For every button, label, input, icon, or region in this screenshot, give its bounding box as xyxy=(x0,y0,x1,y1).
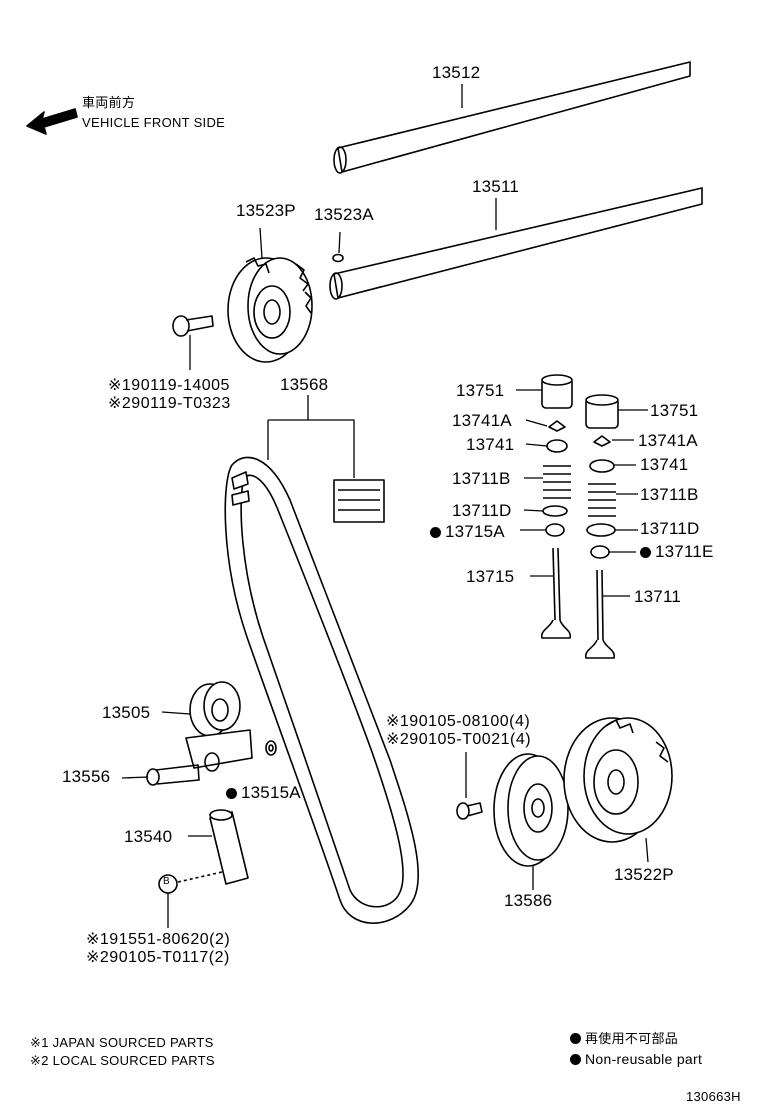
legend-jp-label: 再使用不可部品 xyxy=(585,1031,679,1046)
part-13711D-right: 13711D xyxy=(640,519,700,538)
front-side-en: VEHICLE FRONT SIDE xyxy=(82,115,226,130)
legend-en-label: Non-reusable part xyxy=(585,1051,703,1067)
part-13711E: 13711E xyxy=(640,543,714,560)
non-reusable-dot-icon xyxy=(430,527,441,538)
cam-sprocket-13523P xyxy=(227,227,313,363)
part-13741-left: 13741 xyxy=(466,435,515,454)
part-13523A: 13523A xyxy=(314,205,374,224)
bolt-13556 xyxy=(146,764,200,786)
front-side-jp: 車両前方 xyxy=(82,95,136,110)
part-13523P: 13523P xyxy=(236,201,296,220)
bolt-a-local: ※290119-T0323 xyxy=(108,395,231,412)
crank-pulley-13586 xyxy=(493,753,569,890)
bolt-c-local: ※290105-T0117(2) xyxy=(86,949,230,966)
timing-belt-13568 xyxy=(224,395,420,924)
non-reusable-dot-icon xyxy=(570,1054,581,1065)
camshaft-13512 xyxy=(333,61,691,174)
part-13711B-left: 13711B xyxy=(452,469,511,488)
valve-stack-right xyxy=(584,394,619,659)
part-13522P: 13522P xyxy=(614,865,674,884)
bolt-icon xyxy=(456,752,483,820)
part-13715A: 13715A xyxy=(430,523,505,540)
part-13586: 13586 xyxy=(504,891,553,910)
note-local-sourced: ※2 LOCAL SOURCED PARTS xyxy=(30,1053,215,1068)
front-arrow-icon xyxy=(26,108,78,135)
idler-pulley-13505 xyxy=(185,681,253,772)
part-13515A: 13515A xyxy=(226,784,301,801)
legend-non-reusable-en: Non-reusable part xyxy=(570,1052,702,1066)
part-13751-left: 13751 xyxy=(456,381,505,400)
non-reusable-dot-icon xyxy=(570,1033,581,1044)
part-13556: 13556 xyxy=(62,767,111,786)
part-13515A-label: 13515A xyxy=(241,783,301,802)
part-13512: 13512 xyxy=(432,63,481,82)
figure-id: 130663H xyxy=(686,1089,741,1104)
part-13711D-left: 13711D xyxy=(452,501,512,520)
part-13505: 13505 xyxy=(102,703,151,722)
washer-13515A xyxy=(265,740,277,756)
legend-non-reusable-jp: 再使用不可部品 xyxy=(570,1032,678,1045)
bolt-b-local: ※290105-T0021(4) xyxy=(386,731,532,748)
circle-b-label: B xyxy=(163,876,170,887)
part-13741A-left: 13741A xyxy=(452,411,512,430)
part-13741-right: 13741 xyxy=(640,455,689,474)
part-13715A-label: 13715A xyxy=(445,522,505,541)
valve-stack-left xyxy=(540,374,573,639)
part-13741A-right: 13741A xyxy=(638,431,698,450)
part-13711B-right: 13711B xyxy=(640,485,699,504)
non-reusable-dot-icon xyxy=(640,547,651,558)
bolt-b-japan: ※190105-08100(4) xyxy=(386,713,531,730)
key-13523A xyxy=(332,231,344,263)
part-13540: 13540 xyxy=(124,827,173,846)
part-13715: 13715 xyxy=(466,567,515,586)
tensioner-13540 xyxy=(158,809,249,928)
bolt-c-japan: ※191551-80620(2) xyxy=(86,931,231,948)
bolt-a-japan: ※190119-14005 xyxy=(108,377,230,394)
note-japan-sourced: ※1 JAPAN SOURCED PARTS xyxy=(30,1035,214,1050)
camshaft-13511 xyxy=(329,187,703,300)
part-13511: 13511 xyxy=(472,177,520,196)
part-13711E-label: 13711E xyxy=(655,542,714,561)
crank-sprocket-13522P xyxy=(563,717,673,863)
part-13568: 13568 xyxy=(280,375,329,394)
part-13711: 13711 xyxy=(634,587,682,606)
bolt-icon xyxy=(172,315,214,370)
part-13751-right: 13751 xyxy=(650,401,699,420)
non-reusable-dot-icon xyxy=(226,788,237,799)
